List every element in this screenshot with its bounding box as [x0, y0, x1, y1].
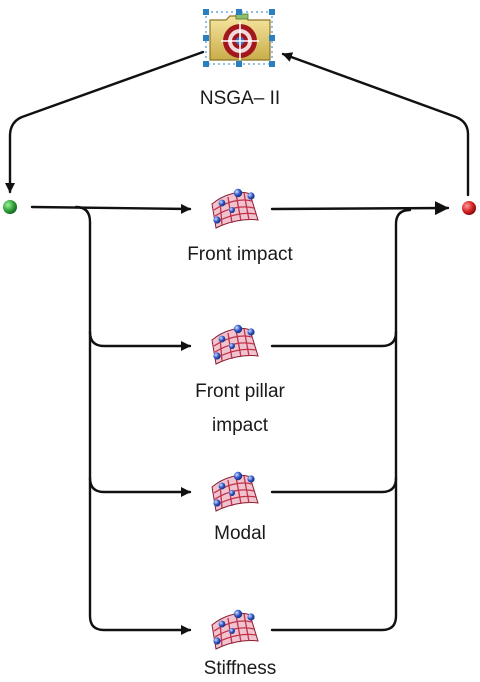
- task-label-front-pillar-impact: Front pillar impact: [195, 381, 285, 436]
- edge-end-to-optimizer: [281, 52, 470, 197]
- edge-branch-to-task-2: [88, 330, 192, 351]
- end-node-icon[interactable]: [462, 201, 476, 215]
- mesh-surface-icon[interactable]: [211, 324, 259, 365]
- edge-task-2-to-trunk: [270, 330, 398, 348]
- edge-start-to-task-1: [30, 203, 192, 214]
- task-label-modal: Modal: [214, 523, 266, 544]
- optimizer-label: NSGA– II: [199, 88, 281, 109]
- edge-left-trunk: [74, 205, 192, 635]
- mesh-surface-icon[interactable]: [211, 188, 259, 229]
- edge-task-3-to-trunk: [270, 476, 398, 494]
- edge-branch-to-task-3: [88, 476, 192, 497]
- mesh-surface-icon[interactable]: [211, 471, 259, 512]
- task-label-front-impact: Front impact: [187, 244, 293, 265]
- connectors: [5, 50, 470, 635]
- mesh-surface-icon[interactable]: [211, 609, 259, 650]
- task-label-stiffness: Stiffness: [203, 658, 277, 679]
- edge-task-1-to-end: [270, 201, 450, 216]
- edge-optimizer-to-start: [5, 50, 205, 194]
- edge-right-trunk: [270, 208, 412, 632]
- start-node-icon[interactable]: [3, 200, 17, 214]
- target-folder-icon[interactable]: [203, 9, 275, 67]
